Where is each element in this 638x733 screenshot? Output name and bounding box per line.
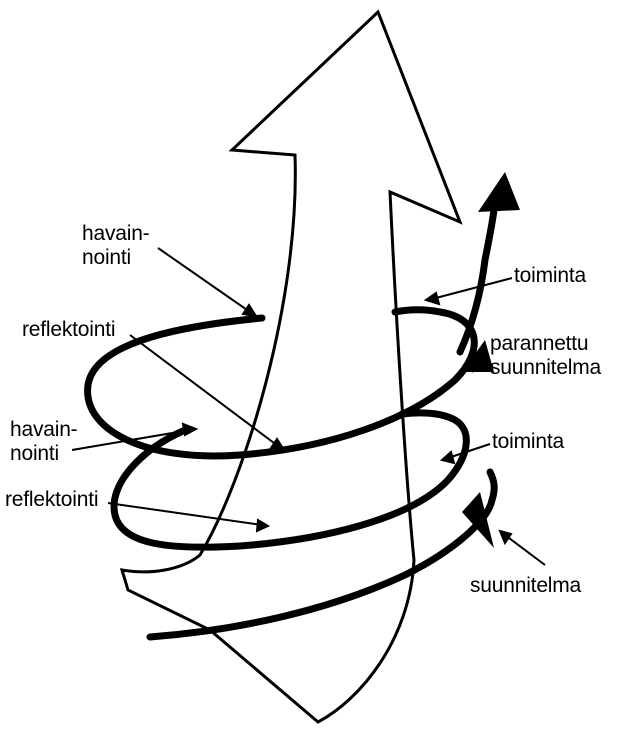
spiral-middle-loop	[110, 409, 470, 551]
leader-toiminta-bottom-tip	[439, 450, 456, 465]
leader-toiminta-top-tip	[423, 291, 441, 306]
leader-parannettu	[471, 357, 487, 373]
middle-arrowhead	[462, 340, 494, 372]
top-arrowhead	[478, 172, 520, 212]
spiral-rising-tail	[456, 206, 498, 356]
label-reflektointi-top: reflektointi	[22, 318, 116, 341]
label-toiminta-bottom: toiminta	[492, 430, 564, 453]
leader-toiminta-top	[431, 277, 513, 300]
label-reflektointi-bottom: reflektointi	[5, 488, 99, 511]
label-parannettu-line2: suunnitelma	[490, 356, 602, 379]
leader-suunnitelma-tip	[498, 529, 513, 546]
label-havainnointi-bottom-line1: havain-	[10, 418, 78, 441]
leader-reflektointi-top	[129, 334, 279, 447]
leader-toiminta-bottom	[447, 443, 491, 459]
leader-suunnitelma	[504, 534, 546, 566]
leader-reflektointi-top-tip	[269, 437, 287, 452]
label-parannettu-suunnitelma: parannettu suunnitelma	[490, 332, 601, 380]
leader-havainnointi-bottom	[71, 429, 191, 451]
leader-havainnointi-bottom-tip	[181, 422, 199, 437]
label-havainnointi-top-line1: havain-	[82, 222, 150, 245]
leader-havainnointi-top-tip	[241, 303, 259, 318]
lower-arrowhead	[462, 492, 494, 548]
label-havainnointi-top-line2: nointi	[82, 246, 132, 269]
label-havainnointi-bottom: havain- nointi	[10, 418, 78, 466]
leader-reflektointi-bottom	[107, 502, 263, 526]
label-toiminta-top: toiminta	[514, 264, 586, 287]
label-suunnitelma: suunnitelma	[470, 574, 582, 597]
label-parannettu-line1: parannettu	[490, 332, 589, 355]
label-havainnointi-top: havain- nointi	[82, 222, 150, 270]
leader-havainnointi-top	[157, 247, 251, 313]
leader-reflektointi-bottom-tip	[255, 518, 271, 533]
label-havainnointi-bottom-line2: nointi	[10, 442, 60, 465]
spiral-lower-loop	[146, 468, 498, 641]
